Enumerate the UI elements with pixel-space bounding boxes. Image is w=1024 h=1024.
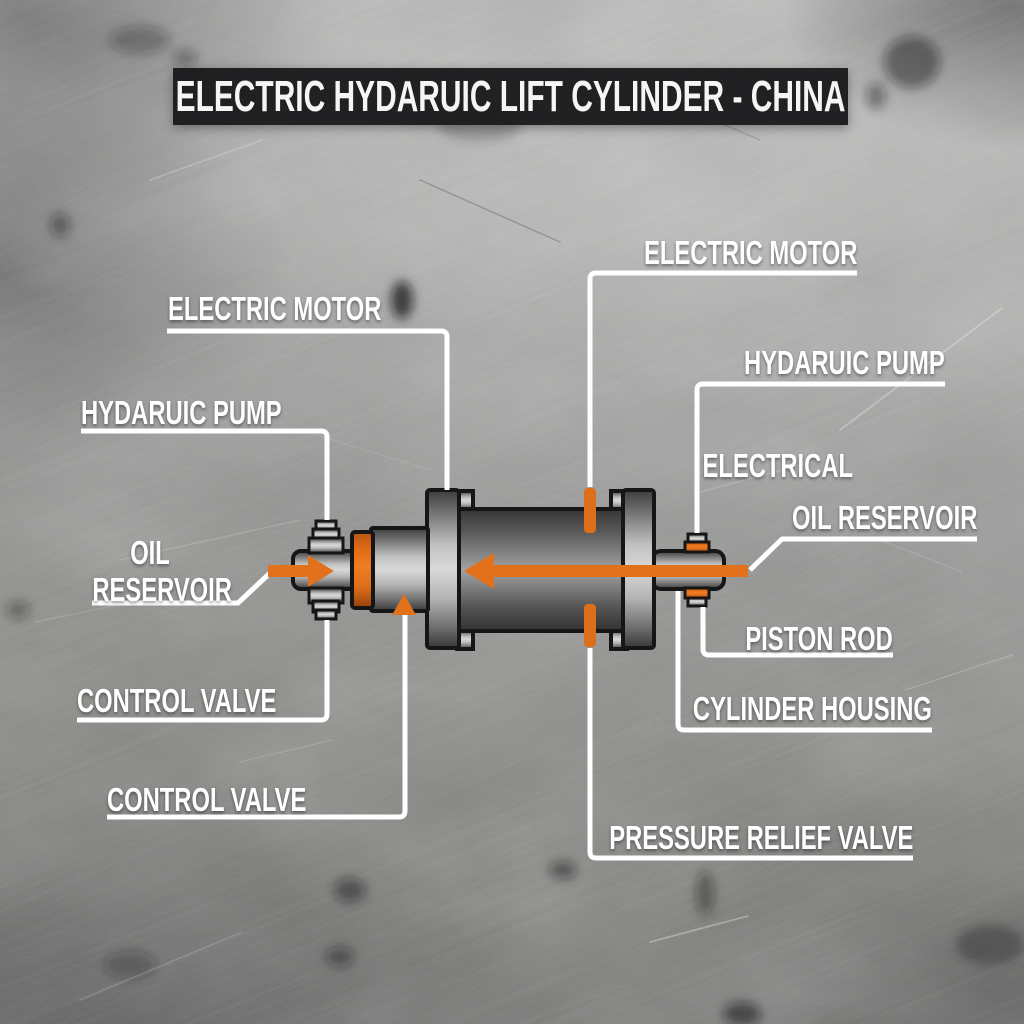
callout-label-electric-motor-right: ELECTRIC MOTOR (644, 236, 857, 269)
callout-label-control-valve-left: CONTROL VALVE (77, 684, 276, 717)
callout-line-hydaruic-pump-left (81, 428, 330, 520)
callout-label-control-valve-bottom: CONTROL VALVE (107, 783, 306, 816)
callout-label-oil-reservoir-left: OIL RESERVOIR (92, 534, 232, 608)
callout-line-control-valve-left (77, 620, 330, 723)
label-text: CYLINDER HOUSING (693, 690, 932, 727)
callout-label-piston-rod: PISTON ROD (746, 622, 893, 655)
label-text: OIL RESERVOIR (791, 499, 977, 536)
callout-line-hydaruic-pump-right (694, 381, 945, 533)
callout-line-pressure-relief-valve (587, 648, 913, 861)
relief-port-top (584, 488, 596, 533)
label-text: CONTROL VALVE (107, 781, 307, 818)
flow-arrows (268, 553, 748, 615)
label-text: PRESSURE RELIEF VALVE (608, 819, 913, 856)
callout-label-hydaruic-pump-left: HYDARUIC PUMP (81, 396, 282, 429)
callout-lines (77, 270, 977, 861)
callout-line-cylinder-housing (675, 591, 932, 733)
label-text: ELECTRICAL (702, 447, 853, 484)
callout-label-hydaruic-pump-right: HYDARUIC PUMP (744, 346, 945, 379)
label-text-line1: OIL (130, 534, 170, 571)
callout-line-electric-motor-left (167, 328, 450, 490)
callout-label-cylinder-housing: CYLINDER HOUSING (693, 692, 932, 725)
label-text: ELECTRIC MOTOR (168, 290, 382, 327)
return-flow-arrow-shaft (490, 565, 748, 577)
label-text: CONTROL VALVE (77, 682, 277, 719)
page-title: ELECTRIC HYDARUIC LIFT CYLINDER - CHINA (175, 71, 846, 121)
callout-line-control-valve-bottom (107, 614, 408, 820)
callout-label-pressure-relief-valve: PRESSURE RELIEF VALVE (609, 821, 913, 854)
callout-label-electrical: ELECTRICAL (703, 449, 853, 482)
left-valve-fitting (307, 519, 345, 621)
label-text: ELECTRIC MOTOR (643, 234, 857, 271)
callout-label-electric-motor-left: ELECTRIC MOTOR (168, 292, 381, 325)
callout-label-oil-reservoir-right: OIL RESERVOIR (792, 501, 977, 534)
left-flange (425, 488, 461, 650)
valve-up-arrow-head (392, 594, 416, 615)
right-rod-fitting (683, 532, 711, 608)
label-text: HYDARUIC PUMP (81, 394, 282, 431)
grime-spots (6, 26, 1024, 1024)
callout-line-piston-rod (700, 607, 893, 658)
title-banner: ELECTRIC HYDARUIC LIFT CYLINDER - CHINA (173, 68, 848, 125)
callout-line-electric-motor-right (587, 270, 857, 487)
label-text: HYDARUIC PUMP (744, 344, 945, 381)
orange-collar (350, 530, 375, 610)
label-text-line2: RESERVOIR (92, 571, 232, 608)
callout-line-oil-reservoir-left (92, 571, 272, 606)
callout-line-oil-reservoir-right (748, 536, 977, 572)
inflow-arrow-shaft (268, 565, 312, 577)
relief-port-bottom (584, 604, 596, 647)
label-text: PISTON ROD (745, 620, 893, 657)
inflow-arrow-head (308, 555, 334, 587)
pump-section (369, 526, 430, 613)
return-flow-arrow-head (464, 553, 494, 589)
